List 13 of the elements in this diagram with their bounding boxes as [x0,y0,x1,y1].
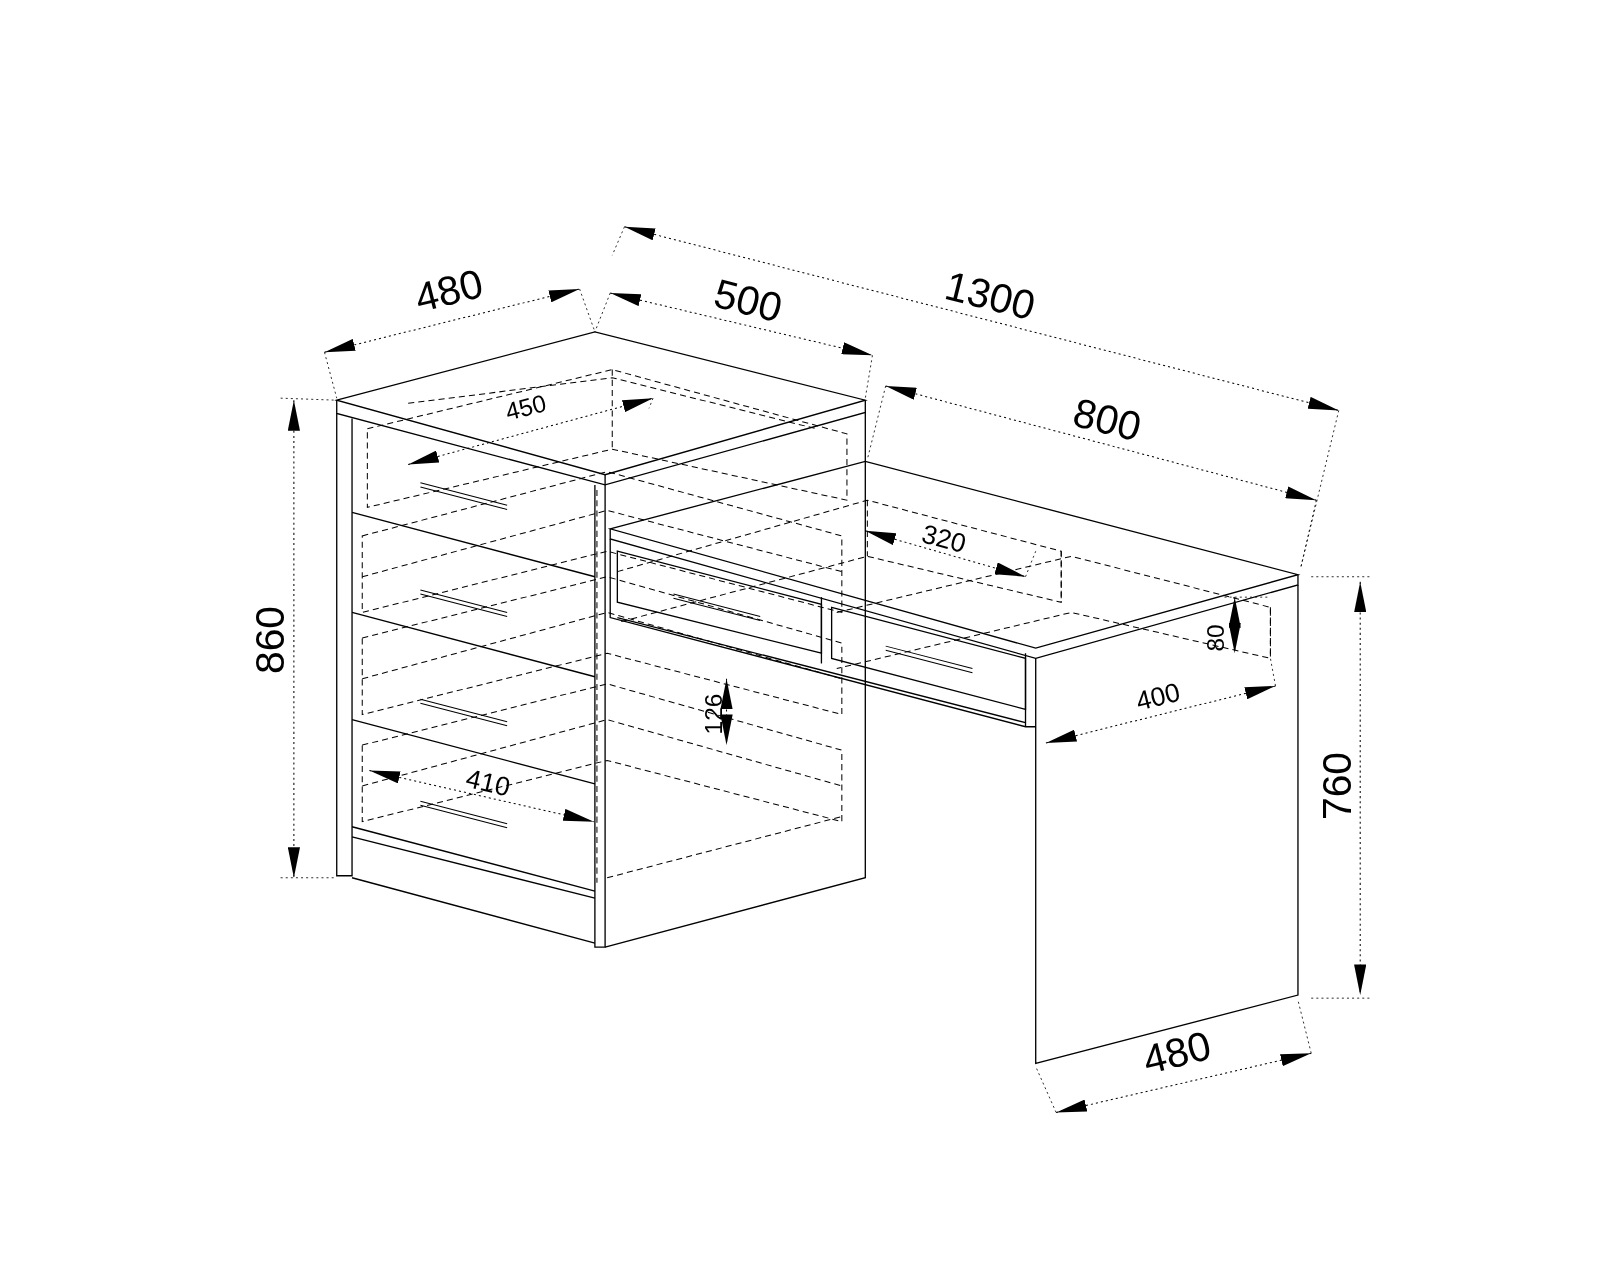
dimension-label: 800 [1069,392,1146,449]
dimension-label: 126 [702,693,727,735]
dimension-label: 500 [710,273,786,330]
dimension-label: 480 [411,262,487,319]
dimension-label: 480 [1138,1025,1215,1082]
dimension-label: 1300 [940,265,1039,327]
dimension-label: 410 [463,764,513,801]
dimension-label: 320 [919,520,969,558]
dimension-label: 450 [502,391,549,425]
dimension-label: 860 [250,605,291,674]
dimension-label: 400 [1133,678,1183,716]
dimension-label: 760 [1316,751,1358,820]
dimension-label: 80 [1204,624,1229,652]
